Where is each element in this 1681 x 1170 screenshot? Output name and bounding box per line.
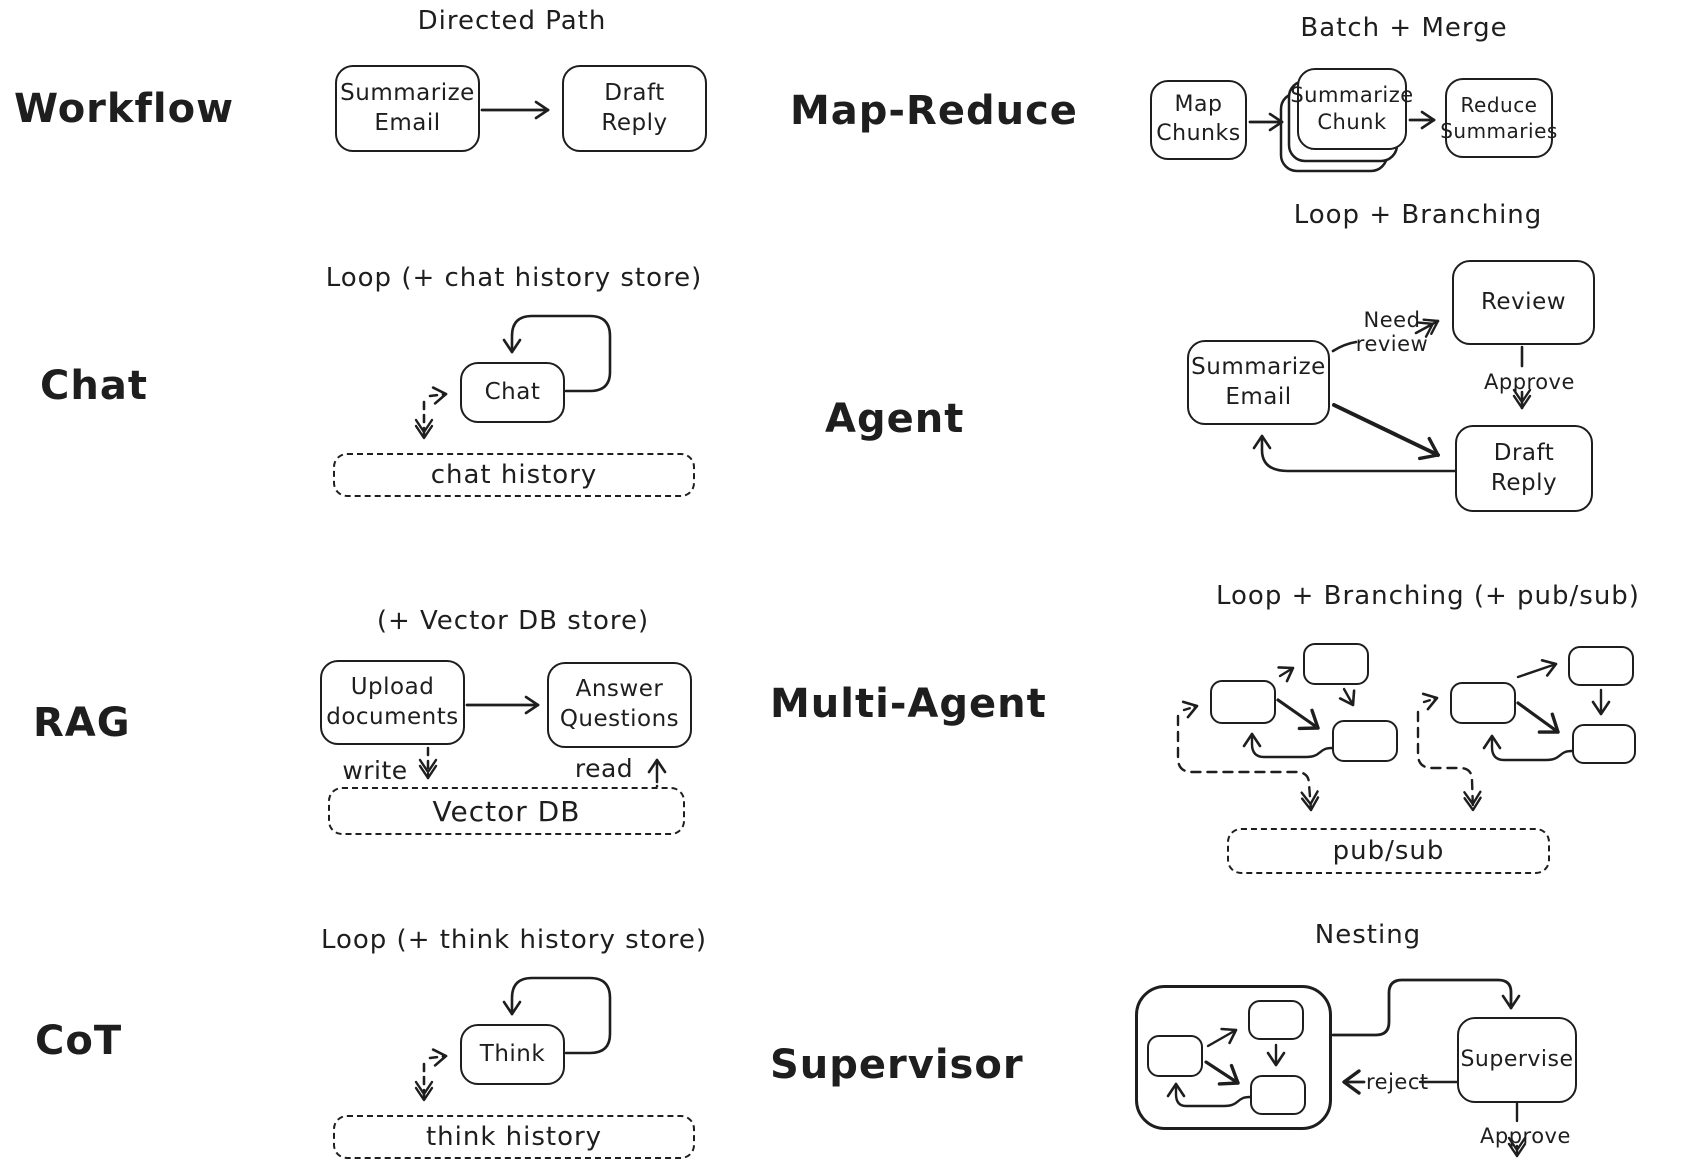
multi-agent-c1-left-box — [1210, 680, 1276, 724]
edge-label-approve: Approve — [1484, 370, 1575, 394]
cot-self-loop — [502, 976, 612, 1055]
need-review-tick — [1331, 340, 1358, 353]
section-label-map-reduce: Map-Reduce — [790, 88, 1078, 134]
section-label-chat: Chat — [40, 363, 148, 409]
multi-agent-c2-left-box — [1450, 682, 1516, 724]
node-review: Review — [1452, 260, 1595, 345]
chat-entry-dashed-arrow — [428, 386, 448, 405]
node-summarize-email: Summarize Email — [335, 65, 480, 152]
title-batch-merge: Batch + Merge — [1300, 13, 1508, 43]
cot-entry-dashed-arrow — [428, 1048, 448, 1067]
node-supervise: Supervise — [1457, 1017, 1577, 1103]
title-chat-loop: Loop (+ chat history store) — [325, 263, 703, 293]
need-review-arrow — [1414, 318, 1440, 338]
multi-agent-c1-top-box — [1303, 643, 1369, 685]
section-label-supervisor: Supervisor — [770, 1042, 1024, 1088]
edge-label-supervisor-approve: Approve — [1480, 1124, 1571, 1148]
summarize-to-draft-arrow — [1332, 403, 1440, 461]
chat-self-loop — [502, 314, 612, 393]
node-upload-documents: Upload documents — [320, 660, 465, 745]
multi-agent-c1-bottom-box — [1332, 720, 1398, 762]
section-label-agent: Agent — [825, 396, 965, 442]
section-label-rag: RAG — [33, 700, 131, 746]
edge-label-reject: reject — [1366, 1070, 1429, 1094]
node-agent-summarize-email: Summarize Email — [1187, 340, 1330, 425]
store-chat-history: chat history — [333, 453, 695, 497]
title-nesting: Nesting — [1314, 920, 1422, 950]
supervisor-arrows — [1166, 978, 1527, 1158]
edge-label-read: read — [574, 754, 634, 783]
edge-label-write: write — [342, 756, 408, 785]
title-vector-db-store: (+ Vector DB store) — [376, 606, 650, 636]
container-to-supervise-arrow — [1331, 978, 1521, 1037]
node-draft-reply: Draft Reply — [562, 65, 707, 152]
node-chat: Chat — [460, 362, 565, 423]
section-label-multi-agent: Multi-Agent — [770, 681, 1047, 727]
node-answer-questions: Answer Questions — [547, 662, 692, 748]
supervisor-inner-bottom-box — [1250, 1075, 1306, 1115]
title-loop-branching: Loop + Branching — [1293, 200, 1543, 230]
store-think-history: think history — [333, 1115, 695, 1159]
edge-label-need-review: Need review — [1355, 308, 1429, 357]
store-vector-db: Vector DB — [328, 787, 685, 835]
store-pub-sub: pub/sub — [1227, 828, 1550, 874]
agent-arrows — [1252, 318, 1532, 473]
supervisor-inner-top-box — [1248, 1000, 1304, 1040]
draft-to-summarize-return — [1252, 434, 1457, 473]
title-cot-loop: Loop (+ think history store) — [320, 925, 708, 955]
node-think: Think — [460, 1024, 565, 1085]
supervisor-inner-left-box — [1147, 1035, 1203, 1077]
title-directed-path: Directed Path — [417, 6, 607, 36]
chat-arrows — [414, 314, 612, 440]
multi-agent-c2-bottom-box — [1572, 724, 1636, 764]
cot-arrows — [414, 976, 612, 1102]
supervisor-nested-container — [1135, 985, 1332, 1130]
multi-agent-c2-top-box — [1568, 646, 1634, 686]
multi-agent-cluster1-arrows — [1176, 666, 1356, 812]
section-label-cot: CoT — [35, 1018, 123, 1064]
node-map-chunks: Map Chunks — [1150, 80, 1247, 160]
section-label-workflow: Workflow — [14, 86, 235, 132]
multi-agent-cluster2-arrows — [1416, 659, 1611, 812]
node-agent-draft-reply: Draft Reply — [1455, 425, 1593, 512]
title-loop-branching-pubsub: Loop + Branching (+ pub/sub) — [1216, 581, 1640, 611]
node-reduce-summaries: Reduce Summaries — [1440, 78, 1557, 158]
node-summarize-chunk: Summarize Chunk — [1290, 68, 1413, 150]
